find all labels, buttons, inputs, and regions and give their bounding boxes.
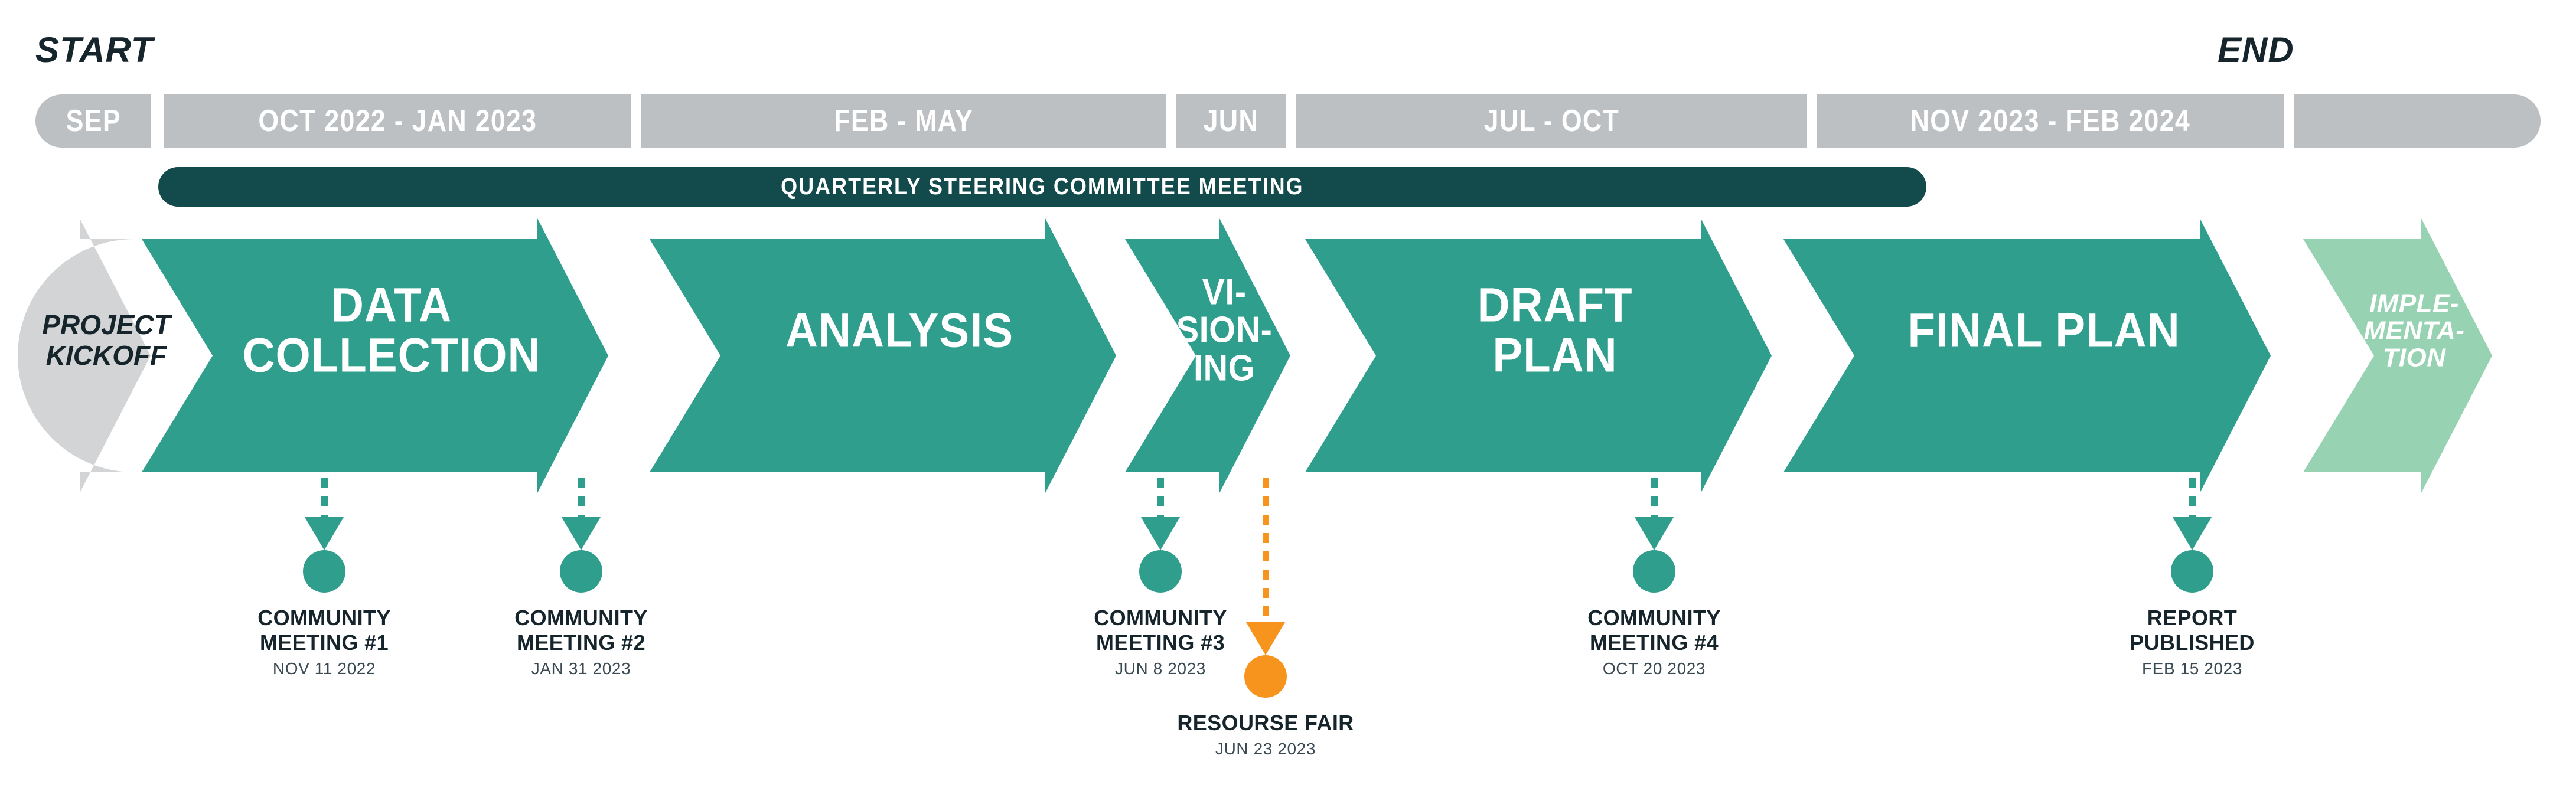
phase-label-project-kickoff: PROJECT KICKOFF: [42, 309, 171, 371]
milestone-resourse-fair[interactable]: RESOURSE FAIR JUN 23 2023: [1142, 478, 1390, 759]
milestone-triangle-icon: [1635, 517, 1674, 550]
milestone-dot-icon: [2171, 550, 2213, 593]
chevron-final-plan[interactable]: [1783, 218, 2271, 493]
phase-chevrons: [18, 218, 2492, 493]
milestone-date: NOV 11 2022: [272, 659, 376, 678]
milestone-triangle-icon: [2173, 517, 2212, 550]
milestone-stem: [1142, 478, 1390, 655]
milestone-dashed-line-icon: [321, 478, 328, 528]
milestone-dot-icon: [1633, 550, 1675, 593]
start-label: START: [35, 30, 154, 70]
period-bar-0: SEP: [35, 94, 151, 148]
milestone-community-meeting-1[interactable]: COMMUNITY MEETING #1 NOV 11 2022: [200, 478, 448, 678]
period-bar-5: NOV 2023 - FEB 2024: [1817, 94, 2284, 148]
chevron-visioning[interactable]: [1125, 218, 1290, 493]
milestone-community-meeting-2[interactable]: COMMUNITY MEETING #2 JAN 31 2023: [457, 478, 705, 678]
milestone-title: RESOURSE FAIR: [1177, 711, 1354, 735]
milestone-dot-icon: [303, 550, 345, 593]
period-bar-2: FEB - MAY: [641, 94, 1166, 148]
milestone-dot-icon: [1244, 655, 1287, 698]
milestone-community-meeting-3[interactable]: COMMUNITY MEETING #3 JUN 8 2023: [1036, 478, 1284, 678]
milestone-report-published[interactable]: REPORT PUBLISHED FEB 15 2023: [2068, 478, 2316, 678]
milestone-stem: [2068, 478, 2316, 550]
milestone-dashed-line-icon: [1651, 478, 1658, 528]
milestone-title: COMMUNITY MEETING #3: [1094, 606, 1227, 655]
milestone-stem: [1530, 478, 1778, 550]
milestone-date: OCT 20 2023: [1602, 659, 1706, 678]
milestone-date: JAN 31 2023: [531, 659, 631, 678]
milestone-dashed-line-icon: [578, 478, 585, 528]
milestone-stem: [457, 478, 705, 550]
chevron-analysis[interactable]: [650, 218, 1116, 493]
chevron-implementation[interactable]: [2303, 218, 2492, 493]
period-bar-label: NOV 2023 - FEB 2024: [1910, 104, 2191, 138]
milestone-triangle-icon: [562, 517, 601, 550]
milestone-date: FEB 15 2023: [2141, 659, 2243, 678]
milestone-dashed-line-icon: [2189, 478, 2196, 528]
period-bar-3: JUN: [1176, 94, 1286, 148]
steering-committee-bar: QUARTERLY STEERING COMMITTEE MEETING: [158, 167, 1926, 207]
end-label: END: [2218, 30, 2294, 70]
milestone-title: COMMUNITY MEETING #2: [514, 606, 648, 655]
milestone-dot-icon: [1139, 550, 1182, 593]
milestone-dot-icon: [560, 550, 602, 593]
milestone-title: REPORT PUBLISHED: [2130, 606, 2255, 655]
period-bar-label: OCT 2022 - JAN 2023: [258, 104, 537, 138]
period-bar-label: JUL - OCT: [1483, 104, 1619, 138]
milestone-title: COMMUNITY MEETING #4: [1587, 606, 1721, 655]
milestone-triangle-icon: [1246, 622, 1285, 655]
period-bar-label: SEP: [66, 104, 121, 138]
chevron-project-kickoff[interactable]: [18, 218, 151, 493]
milestone-stem: [200, 478, 448, 550]
milestone-date: JUN 23 2023: [1215, 739, 1316, 758]
steering-committee-label: QUARTERLY STEERING COMMITTEE MEETING: [781, 174, 1304, 200]
period-bar-6: [2294, 94, 2541, 148]
chevron-draft-plan[interactable]: [1305, 218, 1772, 493]
milestone-dashed-line-icon: [1262, 478, 1269, 633]
period-bar-label: JUN: [1203, 104, 1259, 138]
milestone-date: JUN 8 2023: [1115, 659, 1206, 678]
milestone-dashed-line-icon: [1157, 478, 1164, 528]
period-bar-label: FEB - MAY: [833, 104, 974, 138]
milestone-stem: [1036, 478, 1284, 550]
milestone-title: COMMUNITY MEETING #1: [257, 606, 391, 655]
period-bar-4: JUL - OCT: [1296, 94, 1807, 148]
milestone-triangle-icon: [1141, 517, 1180, 550]
period-bar-1: OCT 2022 - JAN 2023: [164, 94, 631, 148]
chevron-data-collection[interactable]: [142, 218, 608, 493]
milestone-triangle-icon: [305, 517, 344, 550]
milestone-community-meeting-4[interactable]: COMMUNITY MEETING #4 OCT 20 2023: [1530, 478, 1778, 678]
